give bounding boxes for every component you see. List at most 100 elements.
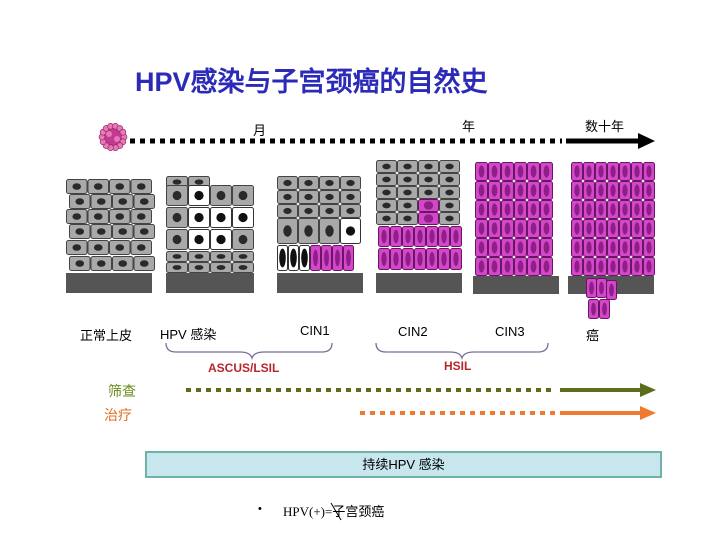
- persistent-hpv-box: 持续HPV 感染: [145, 451, 662, 478]
- abnormal-nucleus: [504, 203, 511, 216]
- normal-nucleus: [96, 198, 106, 205]
- normal-nucleus: [238, 190, 248, 201]
- normal-nucleus: [216, 265, 226, 270]
- abnormal-nucleus: [599, 281, 604, 295]
- normal-nucleus: [304, 207, 313, 215]
- basement-membrane: [66, 273, 152, 293]
- abnormal-nucleus: [491, 165, 498, 178]
- abnormal-nucleus: [622, 184, 628, 197]
- abnormal-nucleus: [423, 214, 434, 223]
- treatment-arrowhead: [640, 406, 656, 420]
- normal-nucleus: [382, 163, 391, 170]
- abnormal-nucleus: [598, 165, 604, 178]
- abnormal-nucleus: [429, 229, 435, 244]
- normal-nucleus: [346, 179, 355, 187]
- normal-nucleus: [72, 244, 82, 251]
- normal-nucleus: [75, 228, 85, 235]
- normal-nucleus: [136, 213, 146, 220]
- normal-nucleus: [93, 213, 103, 220]
- abnormal-nucleus: [598, 222, 604, 235]
- abnormal-nucleus: [574, 165, 580, 178]
- normal-nucleus: [139, 260, 149, 267]
- normal-nucleus: [238, 265, 248, 270]
- abnormal-nucleus: [574, 184, 580, 197]
- timeline-year-label: 年: [462, 119, 476, 134]
- abnormal-nucleus: [598, 260, 604, 273]
- koilocyte-nucleus: [194, 234, 204, 245]
- normal-nucleus: [115, 183, 125, 190]
- abnormal-nucleus: [504, 260, 511, 273]
- virus-capsomere: [106, 131, 112, 137]
- abnormal-nucleus: [586, 222, 592, 235]
- abnormal-nucleus: [634, 203, 640, 216]
- abnormal-nucleus: [609, 283, 614, 297]
- normal-nucleus: [194, 254, 204, 259]
- abnormal-nucleus: [598, 241, 604, 254]
- abnormal-nucleus: [491, 184, 498, 197]
- abnormal-nucleus: [441, 251, 447, 267]
- normal-nucleus: [382, 202, 391, 209]
- not-equal-slash: [330, 502, 342, 521]
- normal-nucleus: [304, 193, 313, 201]
- basement-membrane: [473, 276, 559, 294]
- normal-nucleus: [304, 225, 313, 237]
- abnormal-nucleus: [634, 184, 640, 197]
- normal-nucleus: [172, 265, 182, 270]
- abnormal-nucleus: [543, 222, 550, 235]
- abnormal-nucleus: [530, 241, 537, 254]
- stage-label-cin1: CIN1: [300, 323, 330, 338]
- abnormal-nucleus: [646, 260, 652, 273]
- stage-label-normal: 正常上皮: [80, 328, 133, 343]
- abnormal-nucleus: [610, 184, 616, 197]
- treatment-label: 治疗: [104, 407, 132, 423]
- normal-nucleus: [283, 179, 292, 187]
- normal-nucleus: [445, 215, 454, 222]
- normal-nucleus: [346, 193, 355, 201]
- normal-nucleus: [424, 163, 433, 170]
- stage-label-hpv-infection: HPV 感染: [160, 327, 217, 342]
- group-label-hsil: HSIL: [444, 359, 472, 373]
- group-label-ascus-lsil: ASCUS/LSIL: [208, 361, 280, 375]
- abnormal-nucleus: [423, 201, 434, 210]
- abnormal-nucleus: [517, 184, 524, 197]
- abnormal-nucleus: [543, 165, 550, 178]
- normal-nucleus: [172, 234, 182, 245]
- normal-nucleus: [216, 254, 226, 259]
- abnormal-nucleus: [517, 222, 524, 235]
- abnormal-nucleus: [381, 229, 387, 244]
- abnormal-nucleus: [491, 222, 498, 235]
- abnormal-nucleus: [393, 229, 399, 244]
- normal-nucleus: [93, 183, 103, 190]
- abnormal-nucleus: [586, 184, 592, 197]
- normal-nucleus: [139, 198, 149, 205]
- abnormal-nucleus: [586, 165, 592, 178]
- abnormal-nucleus: [517, 165, 524, 178]
- abnormal-nucleus: [405, 229, 411, 244]
- normal-nucleus: [403, 202, 412, 209]
- abnormal-nucleus: [478, 222, 485, 235]
- abnormal-nucleus: [517, 203, 524, 216]
- abnormal-nucleus: [543, 260, 550, 273]
- abnormal-nucleus: [586, 241, 592, 254]
- abnormal-nucleus: [504, 222, 511, 235]
- abnormal-nucleus: [504, 241, 511, 254]
- persistent-hpv-label: 持续HPV 感染: [362, 457, 445, 472]
- abnormal-nucleus: [610, 260, 616, 273]
- stage-label-cancer: 癌: [586, 328, 600, 343]
- normal-nucleus: [72, 183, 82, 190]
- abnormal-nucleus: [393, 251, 399, 267]
- abnormal-nucleus: [610, 203, 616, 216]
- column-normal: [66, 179, 155, 293]
- abnormal-nucleus: [591, 302, 596, 316]
- normal-nucleus: [403, 176, 412, 183]
- abnormal-nucleus: [602, 302, 607, 316]
- abnormal-nucleus: [478, 241, 485, 254]
- normal-nucleus: [172, 254, 182, 259]
- normal-nucleus: [382, 215, 391, 222]
- abnormal-nucleus: [417, 229, 423, 244]
- abnormal-nucleus: [491, 241, 498, 254]
- abnormal-nucleus: [610, 241, 616, 254]
- stage-label-cin3: CIN3: [495, 324, 525, 339]
- hpv-virus-icon: [98, 122, 128, 152]
- abnormal-nucleus: [622, 260, 628, 273]
